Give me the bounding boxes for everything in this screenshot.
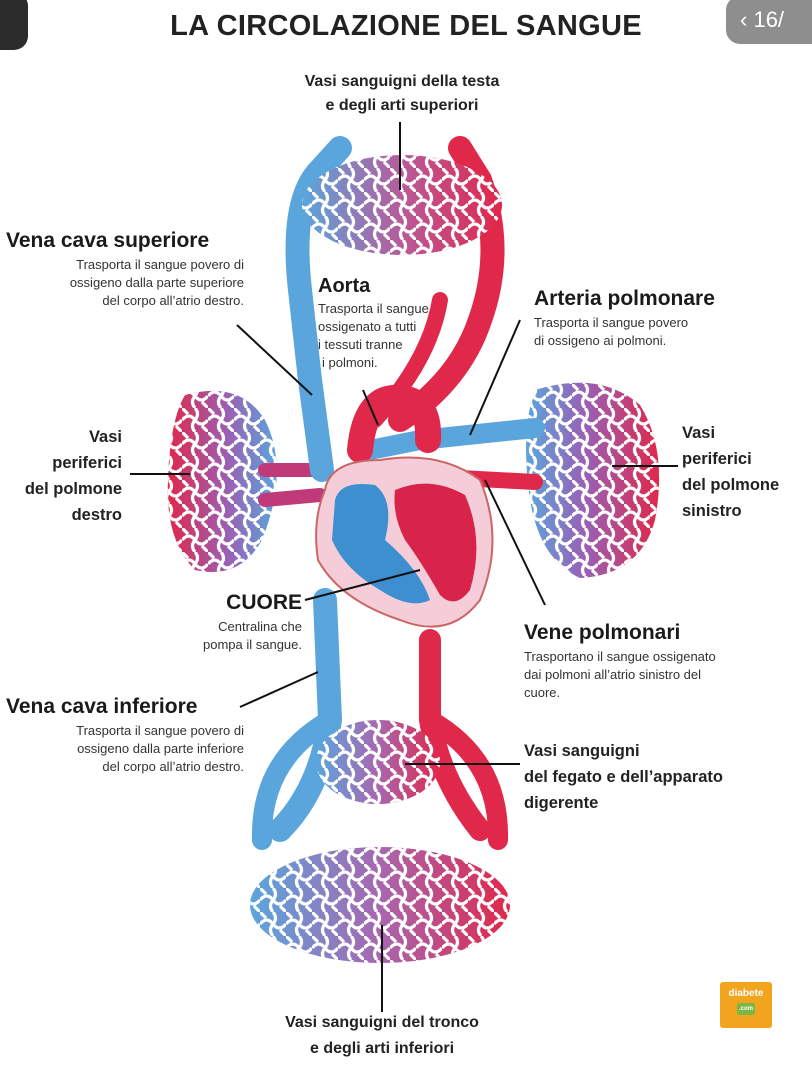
- label-vene-polmonari: Vene polmonari Trasportano il sangue oss…: [524, 621, 716, 700]
- label-arteria-polmonare: Arteria polmonare Trasporta il sangue po…: [534, 287, 715, 348]
- label-lung-left: Vasi periferici del polmone sinistro: [682, 424, 780, 520]
- label-liver: Vasi sanguigni del fegato e dell’apparat…: [524, 742, 723, 812]
- brand-logo: diabete .com: [720, 982, 772, 1028]
- leader-vena-cava-superiore: [236, 324, 313, 396]
- lower-artery-loop: [420, 710, 509, 850]
- label-aorta: Aorta Trasporta il sangue ossigenato a t…: [318, 275, 429, 370]
- label-vena-cava-inferiore: Vena cava inferiore Trasporta il sangue …: [6, 695, 244, 774]
- chevron-left-icon: ‹: [740, 7, 754, 32]
- label-vena-cava-superiore: Vena cava superiore Trasporta il sangue …: [6, 229, 244, 308]
- aortic-arch: [347, 384, 442, 463]
- leader-vena-cava-inferiore: [239, 671, 319, 708]
- label-lower-vessels: Vasi sanguigni del tronco e degli arti i…: [285, 1014, 479, 1057]
- page-counter[interactable]: ‹ 16/: [726, 0, 812, 44]
- head-vein-loop: [285, 136, 352, 392]
- page-counter-label: 16/: [753, 7, 785, 32]
- lower-vein-loop: [251, 710, 340, 850]
- label-cuore: CUORE Centralina che pompa il sangue.: [202, 591, 302, 652]
- page-title: LA CIRCOLAZIONE DEL SANGUE: [170, 10, 642, 42]
- leader-vene-polmonari: [484, 479, 546, 606]
- leader-arteria-polmonare: [469, 319, 521, 436]
- leader-cuore: [304, 569, 421, 601]
- heart-left-chambers: [394, 483, 477, 602]
- label-lung-right: Vasi periferici del polmone destro: [24, 428, 122, 524]
- pulmonary-artery: [360, 418, 545, 460]
- back-button[interactable]: [0, 0, 28, 50]
- leader-aorta: [362, 389, 379, 426]
- label-head-vessels: Vasi sanguigni della testa e degli arti …: [304, 73, 500, 114]
